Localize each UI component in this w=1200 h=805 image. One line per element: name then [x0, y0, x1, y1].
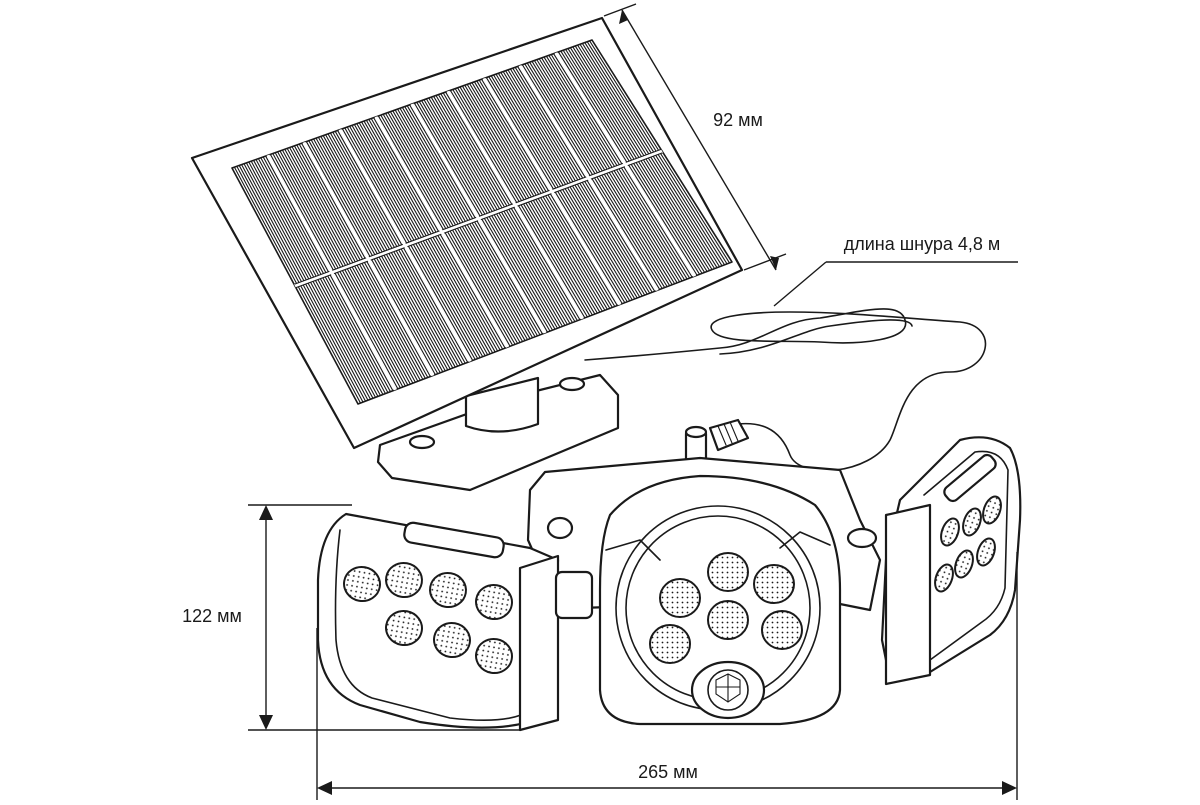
led-emitter — [433, 621, 471, 659]
mount-hole-right — [558, 376, 586, 392]
left-lamp-head — [316, 512, 594, 732]
left-head-side — [518, 554, 560, 732]
led-emitter — [962, 507, 982, 537]
dimension-height-label: 122 мм — [182, 606, 242, 626]
led-emitter — [385, 609, 423, 647]
center-lamp-head — [598, 474, 842, 726]
led-emitter — [982, 495, 1002, 525]
led-emitter — [707, 600, 749, 640]
led-emitter — [429, 571, 467, 609]
left-head-top-slot — [403, 521, 505, 559]
dimension-width — [316, 552, 1018, 800]
mount-hole-left — [408, 434, 436, 450]
motion-sensor — [690, 660, 766, 720]
led-emitter — [761, 610, 803, 650]
right-head-side — [884, 503, 932, 686]
bracket-hole-right — [846, 527, 878, 549]
led-emitter — [649, 624, 691, 664]
led-emitter — [385, 561, 423, 599]
led-emitter — [707, 552, 749, 592]
led-emitter — [475, 637, 513, 675]
panel-frame — [190, 16, 744, 450]
center-housing — [598, 474, 842, 726]
cable — [584, 308, 987, 472]
led-emitter — [659, 578, 701, 618]
bracket-hole — [546, 516, 574, 540]
right-head-top-slot — [943, 453, 997, 503]
dimension-panel-depth-label: 92 мм — [713, 110, 763, 130]
led-emitter — [976, 537, 996, 567]
left-hinge — [554, 570, 594, 620]
led-emitter — [475, 583, 513, 621]
cable-length-leader — [773, 261, 1018, 307]
dimension-panel-depth — [603, 3, 787, 271]
led-emitter — [940, 517, 960, 547]
solar-cells — [233, 40, 731, 404]
cable-second-strand — [719, 319, 913, 355]
cable-length-label: длина шнура 4,8 м — [844, 234, 1001, 254]
led-emitter — [753, 564, 795, 604]
solar-panel — [190, 16, 744, 492]
dimension-height — [248, 504, 520, 731]
led-emitter — [343, 565, 381, 603]
right-lamp-head — [880, 436, 1022, 686]
dimension-width-label: 265 мм — [638, 762, 698, 782]
mount-stem — [464, 376, 540, 433]
led-emitter — [954, 549, 974, 579]
led-emitter — [934, 563, 954, 593]
